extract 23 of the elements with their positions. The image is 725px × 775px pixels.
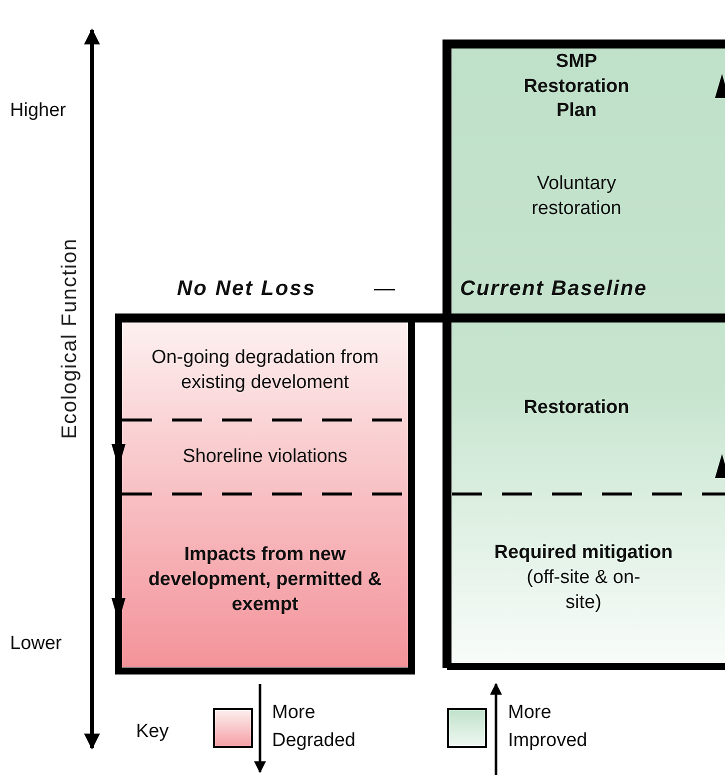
key-heading: Key bbox=[136, 721, 169, 743]
band-box bbox=[452, 48, 725, 314]
axis-tick-label: Lower bbox=[10, 633, 62, 655]
band-box bbox=[452, 322, 725, 494]
dash-separator: — bbox=[374, 277, 395, 301]
section-heading: Required mitigation bbox=[494, 541, 673, 566]
section-heading: SMP Restoration Plan bbox=[522, 50, 630, 124]
section-heading: Impacts from new development, permitted & exempt bbox=[147, 543, 383, 617]
legend-label: More Degraded bbox=[272, 701, 356, 753]
axis-tick-label: Higher bbox=[10, 100, 66, 122]
band-box bbox=[452, 494, 725, 663]
section-heading: Restoration bbox=[524, 396, 630, 420]
section-text: On-going degradation from existing develoment bbox=[150, 346, 380, 395]
section-text: Shoreline violations bbox=[182, 444, 348, 469]
band-box bbox=[122, 494, 408, 667]
legend-label: More Improved bbox=[508, 701, 588, 753]
band-box bbox=[122, 322, 408, 420]
baseline-label: Current Baseline bbox=[460, 277, 648, 301]
band-box bbox=[122, 420, 408, 494]
axis-label: Ecological Function bbox=[58, 239, 82, 439]
section-text: (off-site & on-site) bbox=[526, 566, 642, 615]
section-text: Voluntary restoration bbox=[530, 172, 622, 221]
baseline-label: No Net Loss bbox=[177, 277, 316, 301]
